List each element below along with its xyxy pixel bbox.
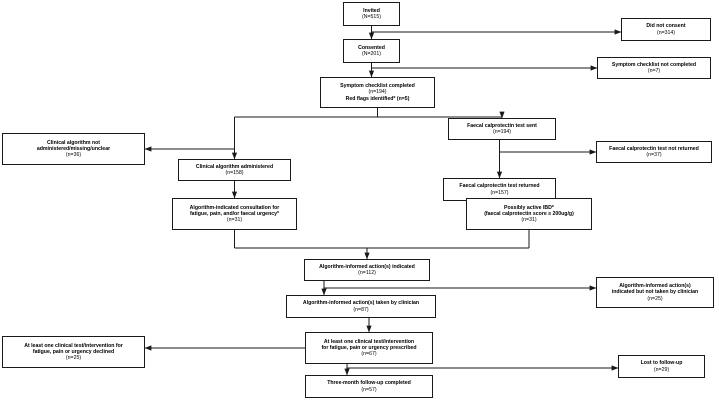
- node-text-line: fatigue, pain or urgency declined: [32, 348, 115, 355]
- node-text-line: Consented: [358, 44, 385, 51]
- node-text-line: (n=31): [226, 217, 243, 224]
- node-text-line: (n=194): [492, 129, 512, 135]
- node-text-line: Lost to follow-up: [640, 360, 683, 367]
- node-text-line: Did not consent: [646, 23, 686, 30]
- node-text-line: (n=7): [647, 68, 661, 74]
- node-text-line: At least one clinical test/intervention: [323, 338, 415, 345]
- node-text-line: (n=37): [646, 152, 662, 158]
- node-text-line: (n=194): [368, 89, 387, 96]
- invited-box: Invited(N=515): [343, 2, 400, 26]
- node-text-line: (n=29): [653, 366, 670, 373]
- node-text-line: Algorithm-informed action(s) taken by cl…: [302, 300, 420, 307]
- symptom-checklist-not-completed-box: Symptom checklist not completed(n=7): [597, 57, 711, 79]
- node-text-line: Symptom checklist completed: [340, 83, 415, 90]
- node-text-line: At least one clinical test/intervention …: [24, 342, 123, 349]
- node-text-line: Algorithm-informed action(s) indicated: [319, 263, 415, 270]
- algorithm-informed-actions-not-taken-box: Algorithm-informed action(s)indicated bu…: [596, 277, 714, 308]
- node-text-line: Three-month follow-up completed: [327, 380, 411, 387]
- node-text-line: (N=201): [362, 51, 381, 57]
- node-text-line: (n=158): [225, 170, 244, 176]
- node-text-line: fatigue, pain, and/or faecal urgency*: [189, 210, 280, 217]
- did-not-consent-box: Did not consent(n=314): [621, 18, 711, 41]
- node-text-line: Clinical algorithm administered: [195, 163, 274, 170]
- node-text-line: Algorithm-indicated consultation for: [189, 204, 280, 211]
- node-text-line: (n=36): [65, 152, 82, 159]
- node-text-line: Faecal calprotectin test returned: [459, 183, 540, 190]
- possibly-active-ibd-box: Possibly active IBD*(faecal calprotectin…: [466, 198, 592, 230]
- symptom-checklist-completed-box: Symptom checklist completed(n=194)Red fl…: [320, 77, 435, 108]
- algorithm-informed-actions-indicated-box: Algorithm-informed action(s) indicated(n…: [304, 259, 430, 281]
- node-text-line: (n=31): [521, 217, 537, 224]
- node-text-line: (n=25): [647, 295, 663, 302]
- node-text-line: (n=87): [353, 306, 369, 313]
- faecal-calprotectin-test-returned-box: Faecal calprotectin test returned(n=157): [443, 178, 556, 201]
- node-text-line: Red flags identified* (n=5): [345, 95, 410, 102]
- algorithm-informed-actions-taken-box: Algorithm-informed action(s) taken by cl…: [286, 295, 436, 318]
- node-text-line: Faecal calprotectin test sent: [467, 122, 537, 129]
- consented-box: Consented(N=201): [343, 39, 400, 63]
- test-intervention-declined-box: At least one clinical test/intervention …: [2, 336, 145, 368]
- node-text-line: (faecal calprotectin score ≥ 200ug/g): [484, 210, 574, 217]
- node-text-line: administered/missing/unclear: [36, 145, 111, 152]
- clinical-algorithm-administered-box: Clinical algorithm administered(n=158): [178, 159, 291, 181]
- faecal-calprotectin-test-sent-box: Faecal calprotectin test sent(n=194): [448, 118, 556, 140]
- node-text-line: (n=157): [490, 189, 509, 196]
- node-text-line: Clinical algorithm not: [46, 139, 101, 146]
- node-text-line: Faecal calprotectin test not returned: [609, 145, 699, 152]
- node-text-line: (n=314): [656, 29, 676, 36]
- node-text-line: Possibly active IBD*: [504, 204, 554, 211]
- node-text-line: (n=67): [361, 351, 377, 358]
- three-month-follow-up-completed-box: Three-month follow-up completed(n=57): [305, 375, 433, 398]
- node-text-line: Invited: [363, 7, 380, 14]
- node-text-line: (n=57): [361, 386, 377, 393]
- faecal-calprotectin-test-not-returned-box: Faecal calprotectin test not returned(n=…: [596, 141, 712, 163]
- node-text-line: Algorithm-informed action(s): [619, 283, 691, 290]
- node-text-line: (n=112): [358, 270, 376, 276]
- node-text-line: indicated but not taken by clinician: [611, 289, 699, 296]
- lost-to-follow-up-box: Lost to follow-up(n=29): [618, 355, 705, 378]
- node-text-line: (n=25): [65, 355, 82, 362]
- node-text-line: for fatigue, pain or urgency prescribed: [321, 344, 417, 351]
- node-text-line: Symptom checklist not completed: [611, 61, 697, 68]
- node-text-line: (N=515): [362, 14, 381, 20]
